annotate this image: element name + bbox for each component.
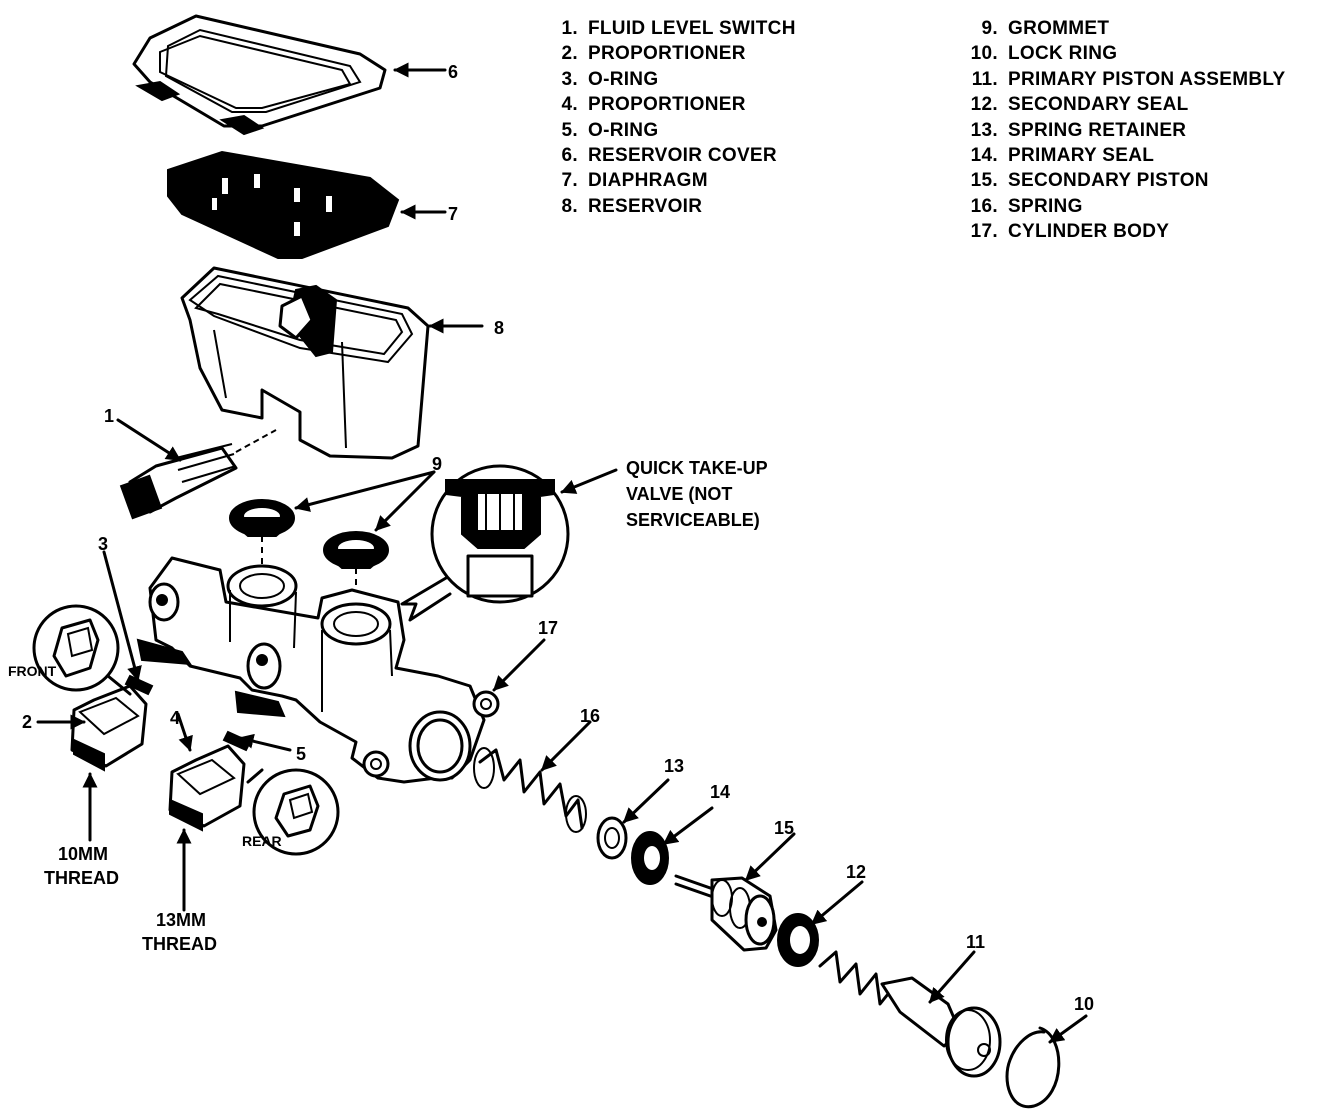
legend-item: 8.RESERVOIR: [561, 195, 703, 217]
legend-item: 14.PRIMARY SEAL: [970, 145, 1155, 167]
callout-3: 3: [98, 534, 108, 554]
legend-column-left: 1.FLUID LEVEL SWITCH 2.PROPORTIONER 3.O-…: [560, 16, 796, 219]
legend-item: 12.SECONDARY SEAL: [970, 94, 1189, 116]
callout-15: 15: [774, 818, 794, 838]
callout-5: 5: [296, 744, 306, 764]
callout-1: 1: [104, 406, 114, 426]
thread-13mm-label-line2: THREAD: [142, 934, 217, 954]
callout-12: 12: [846, 862, 866, 882]
legend-item: 2.PROPORTIONER: [561, 43, 746, 65]
callout-11: 11: [966, 932, 985, 952]
fluid-level-switch-part: [116, 418, 277, 520]
proportioner-front-part: [32, 550, 154, 842]
grommet-parts: [229, 470, 436, 596]
callout-13: 13: [664, 756, 684, 776]
legend-column-right: 9.GROMMET 10.LOCK RING 11.PRIMARY PISTON…: [962, 16, 1286, 245]
rear-label: REAR: [242, 833, 282, 849]
quick-take-up-label-line2: VALVE (NOT: [626, 484, 732, 504]
front-label: FRONT: [8, 663, 57, 679]
diaphragm-part: [167, 150, 447, 259]
thread-13mm-label-line1: 13MM: [156, 910, 206, 930]
callout-9: 9: [432, 454, 442, 474]
primary-seal-part: [631, 806, 714, 885]
legend-item: 16.SPRING: [970, 195, 1083, 217]
quick-take-up-label-line1: QUICK TAKE-UP: [626, 458, 768, 478]
spring-part: [473, 720, 592, 833]
legend-item: 9.GROMMET: [981, 18, 1110, 39]
legend-item: 6.RESERVOIR COVER: [561, 145, 777, 167]
legend-item: 7.DIAPHRAGM: [561, 170, 708, 192]
legend-item: 10.LOCK RING: [970, 43, 1118, 65]
primary-piston-assembly-part: [818, 950, 1002, 1078]
callout-4: 4: [170, 708, 180, 728]
callout-6: 6: [448, 62, 458, 82]
callout-17: 17: [538, 618, 558, 638]
callout-14: 14: [710, 782, 730, 802]
callout-10: 10: [1074, 994, 1094, 1014]
legend-item: 1.FLUID LEVEL SWITCH: [561, 18, 796, 39]
legend-item: 15.SECONDARY PISTON: [970, 170, 1209, 192]
legend-item: 13.SPRING RETAINER: [970, 119, 1187, 141]
legend-item: 5.O-RING: [561, 119, 659, 141]
proportioner-rear-part: [168, 712, 340, 912]
thread-10mm-label-line2: THREAD: [44, 868, 119, 888]
thread-10mm-label-line1: 10MM: [58, 844, 108, 864]
legend-item: 4.PROPORTIONER: [561, 94, 746, 116]
secondary-piston-part: [674, 832, 796, 952]
quick-take-up-valve-inset: [400, 464, 618, 622]
callout-16: 16: [580, 706, 600, 726]
spring-retainer-part: [596, 778, 670, 860]
legend-item: 3.O-RING: [561, 68, 659, 90]
reservoir-part: [180, 266, 484, 460]
reservoir-cover-part: [132, 14, 447, 136]
cylinder-body-part: [136, 556, 546, 784]
callout-8: 8: [494, 318, 504, 338]
legend-item: 17.CYLINDER BODY: [970, 221, 1170, 243]
quick-take-up-label-line3: SERVICEABLE): [626, 510, 760, 530]
callout-2: 2: [22, 712, 32, 732]
lock-ring-part: [1005, 1014, 1088, 1109]
legend-item: 11.PRIMARY PISTON ASSEMBLY: [971, 68, 1286, 90]
secondary-seal-part: [777, 880, 864, 967]
callout-7: 7: [448, 204, 458, 224]
